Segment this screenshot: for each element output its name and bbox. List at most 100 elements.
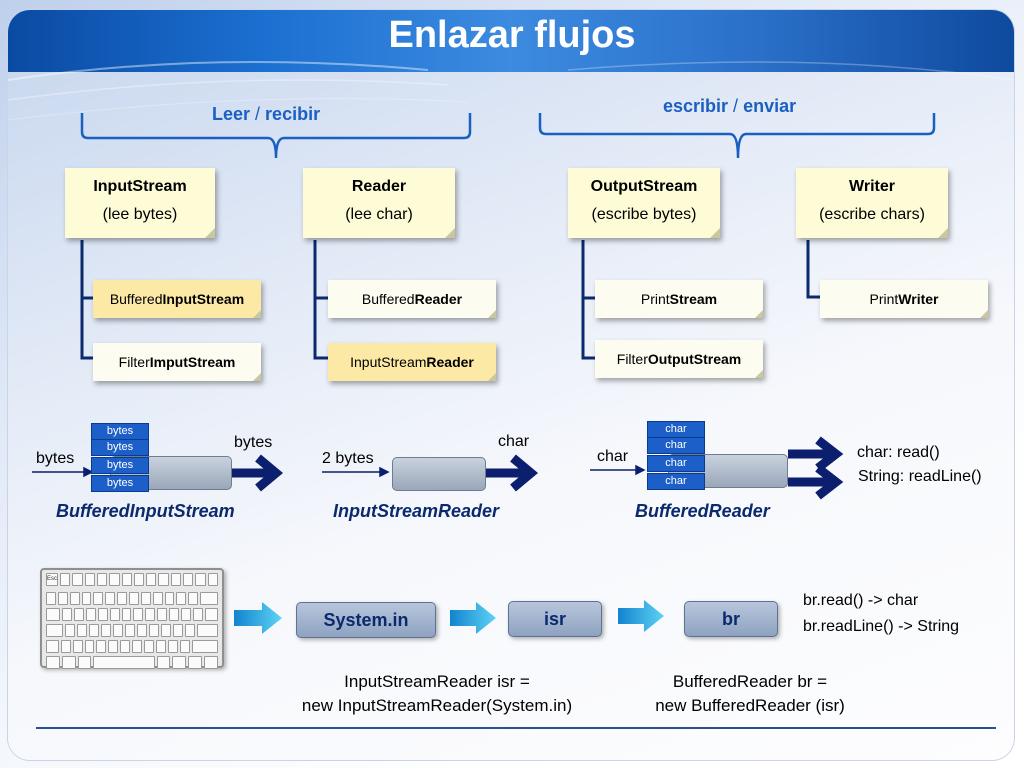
inputstream-title: InputStream [93, 178, 187, 195]
read-bracket [80, 113, 472, 159]
code-br-line2: new BufferedReader (isr) [655, 696, 845, 715]
class-prefix: Print [640, 291, 670, 307]
outputstream-title: OutputStream [590, 178, 698, 195]
class-suffix: ImputStream [149, 354, 236, 370]
box-fold [488, 373, 496, 381]
bis-chip: bytes [91, 475, 149, 492]
read-separator: / [250, 104, 266, 124]
isr-caption: InputStreamReader [333, 501, 500, 521]
code-br-line1: BufferedReader br = [672, 672, 828, 691]
read-group-label: Leer / recibir [212, 104, 320, 125]
class-suffix: Stream [669, 291, 718, 307]
title-banner [8, 10, 1014, 72]
bis-chip: bytes [91, 457, 149, 474]
bis-chip: bytes [91, 439, 149, 456]
br-output-readline: String: readLine() [858, 468, 982, 485]
class-printstream: PrintStream [595, 280, 763, 318]
class-prefix: InputStream [350, 354, 427, 370]
class-bufferedreader: BufferedReader [328, 280, 496, 318]
note-reader: Reader (lee char) [303, 168, 455, 238]
class-bufferedinputstream: BufferedInputStream [93, 280, 261, 318]
br-chip: char [647, 421, 705, 438]
isr-tube [392, 457, 486, 491]
reader-connector [313, 240, 328, 360]
reader-desc: (lee char) [345, 206, 413, 223]
outputstream-connector [581, 240, 595, 360]
class-printwriter: PrintWriter [820, 280, 988, 318]
read-label: Leer [212, 104, 251, 124]
note-fold [710, 228, 720, 238]
banner-decoration [8, 61, 1014, 121]
reader-title: Reader [351, 178, 407, 195]
bis-output-arrow [230, 454, 284, 492]
br-output-read: char: read() [857, 444, 940, 461]
box-fold [253, 373, 261, 381]
code-isr-line1: InputStreamReader isr = [344, 672, 530, 691]
note-inputstream: InputStream (lee bytes) [65, 168, 215, 238]
inputstream-desc: (lee bytes) [102, 206, 178, 223]
box-fold [755, 370, 763, 378]
send-label: enviar [743, 96, 797, 116]
node-br: br [684, 601, 778, 637]
code-isr-line2: new InputStreamReader(System.in) [301, 696, 573, 715]
box-fold [755, 310, 763, 318]
class-suffix: InputStream [162, 291, 245, 307]
class-filteroutputstream: FilterOutputStream [595, 340, 763, 378]
class-inputstreamreader: InputStreamReader [328, 343, 496, 381]
write-label: escribir [663, 96, 729, 116]
br-chip: char [647, 455, 705, 472]
bis-output-label: bytes [234, 434, 273, 451]
br-chip: char [647, 437, 705, 454]
box-fold [253, 310, 261, 318]
br-output-arrow-top [788, 436, 844, 472]
chain-arrow-isr [618, 600, 664, 632]
inputstream-connector [80, 240, 93, 360]
br-input-label: char [597, 448, 629, 465]
note-fold [445, 228, 455, 238]
bis-chip: bytes [91, 423, 149, 440]
receive-label: recibir [265, 104, 321, 124]
class-prefix: Filter [118, 354, 150, 370]
note-writer: Writer (escribe chars) [796, 168, 948, 238]
keyboard-icon: Esc [40, 568, 224, 669]
note-outputstream: OutputStream (escribe bytes) [568, 168, 720, 238]
write-separator: / [728, 96, 744, 116]
class-suffix: Writer [898, 291, 939, 307]
br-output-arrow-bottom [788, 464, 844, 500]
note-fold [205, 228, 215, 238]
bis-input-label: bytes [36, 450, 75, 467]
isr-input-label: 2 bytes [322, 450, 374, 467]
bottom-divider [36, 727, 996, 729]
writer-connector [806, 240, 820, 299]
br-caption: BufferedReader [635, 501, 770, 521]
result-readline: br.readLine() -> String [803, 618, 960, 635]
bis-caption: BufferedInputStream [56, 501, 235, 521]
writer-desc: (escribe chars) [819, 206, 925, 223]
write-bracket [538, 113, 936, 159]
isr-output-label: char [498, 433, 530, 450]
box-fold [980, 310, 988, 318]
chain-arrow-keyboard [234, 602, 282, 634]
node-system-in: System.in [296, 602, 436, 638]
page-title: Enlazar flujos [388, 14, 636, 56]
code-isr: InputStreamReader isr = new InputStreamR… [262, 670, 612, 718]
isr-output-arrow [485, 454, 539, 492]
write-group-label: escribir / enviar [663, 96, 796, 117]
class-prefix: Print [869, 291, 899, 307]
note-fold [938, 228, 948, 238]
class-prefix: Buffered [361, 291, 415, 307]
writer-title: Writer [849, 178, 895, 195]
class-prefix: Buffered [109, 291, 163, 307]
code-br: BufferedReader br = new BufferedReader (… [620, 670, 880, 718]
class-filterimputstream: FilterImputStream [93, 343, 261, 381]
class-prefix: Filter [616, 351, 648, 367]
class-suffix: Reader [414, 291, 463, 307]
result-read: br.read() -> char [803, 592, 919, 609]
chain-arrow-systemin [450, 602, 496, 634]
br-chip: char [647, 473, 705, 490]
node-isr: isr [508, 601, 602, 637]
box-fold [488, 310, 496, 318]
class-suffix: Reader [426, 354, 474, 370]
outputstream-desc: (escribe bytes) [591, 206, 697, 223]
